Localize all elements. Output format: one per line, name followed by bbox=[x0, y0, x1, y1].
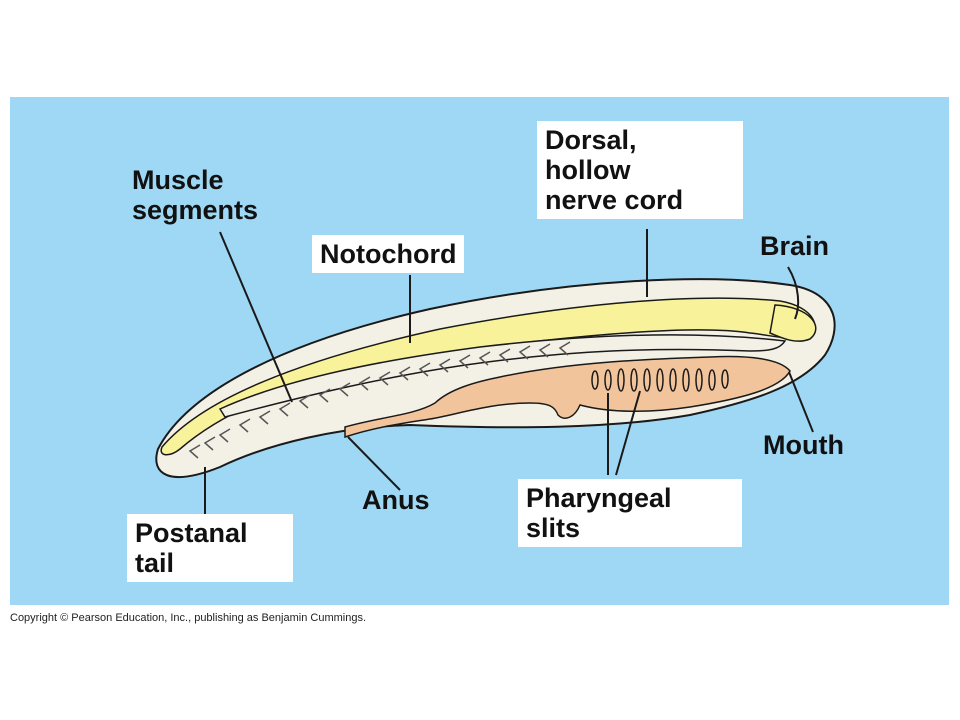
chordate-body-diagram bbox=[155, 229, 836, 517]
label-pharyngeal-slits: Pharyngeal slits bbox=[518, 479, 742, 547]
label-notochord: Notochord bbox=[312, 235, 465, 273]
label-anus: Anus bbox=[362, 485, 430, 515]
leader-anus bbox=[347, 436, 401, 491]
gut-shape bbox=[344, 355, 791, 439]
leader-muscle bbox=[219, 231, 293, 403]
leader-slit-b bbox=[615, 390, 641, 476]
copyright-notice: Copyright © Pearson Education, Inc., pub… bbox=[10, 612, 367, 624]
leader-brain bbox=[787, 266, 800, 320]
label-dorsal-nerve-cord: Dorsal, hollow nerve cord bbox=[537, 121, 743, 219]
notochord-shape bbox=[218, 334, 787, 418]
pharyngeal-slit-marks bbox=[591, 368, 729, 392]
muscle-segments-marks bbox=[188, 341, 571, 459]
leader-lines bbox=[204, 229, 814, 517]
label-brain: Brain bbox=[760, 231, 830, 261]
brain-shape bbox=[769, 304, 817, 342]
label-muscle-segments: Muscle segments bbox=[132, 165, 259, 225]
diagram-panel: Dorsal, hollow nerve cord Muscle segment… bbox=[10, 97, 949, 605]
leader-mouth bbox=[788, 371, 814, 433]
label-mouth: Mouth bbox=[763, 430, 844, 460]
label-postanal-tail: Postanal tail bbox=[127, 514, 293, 582]
